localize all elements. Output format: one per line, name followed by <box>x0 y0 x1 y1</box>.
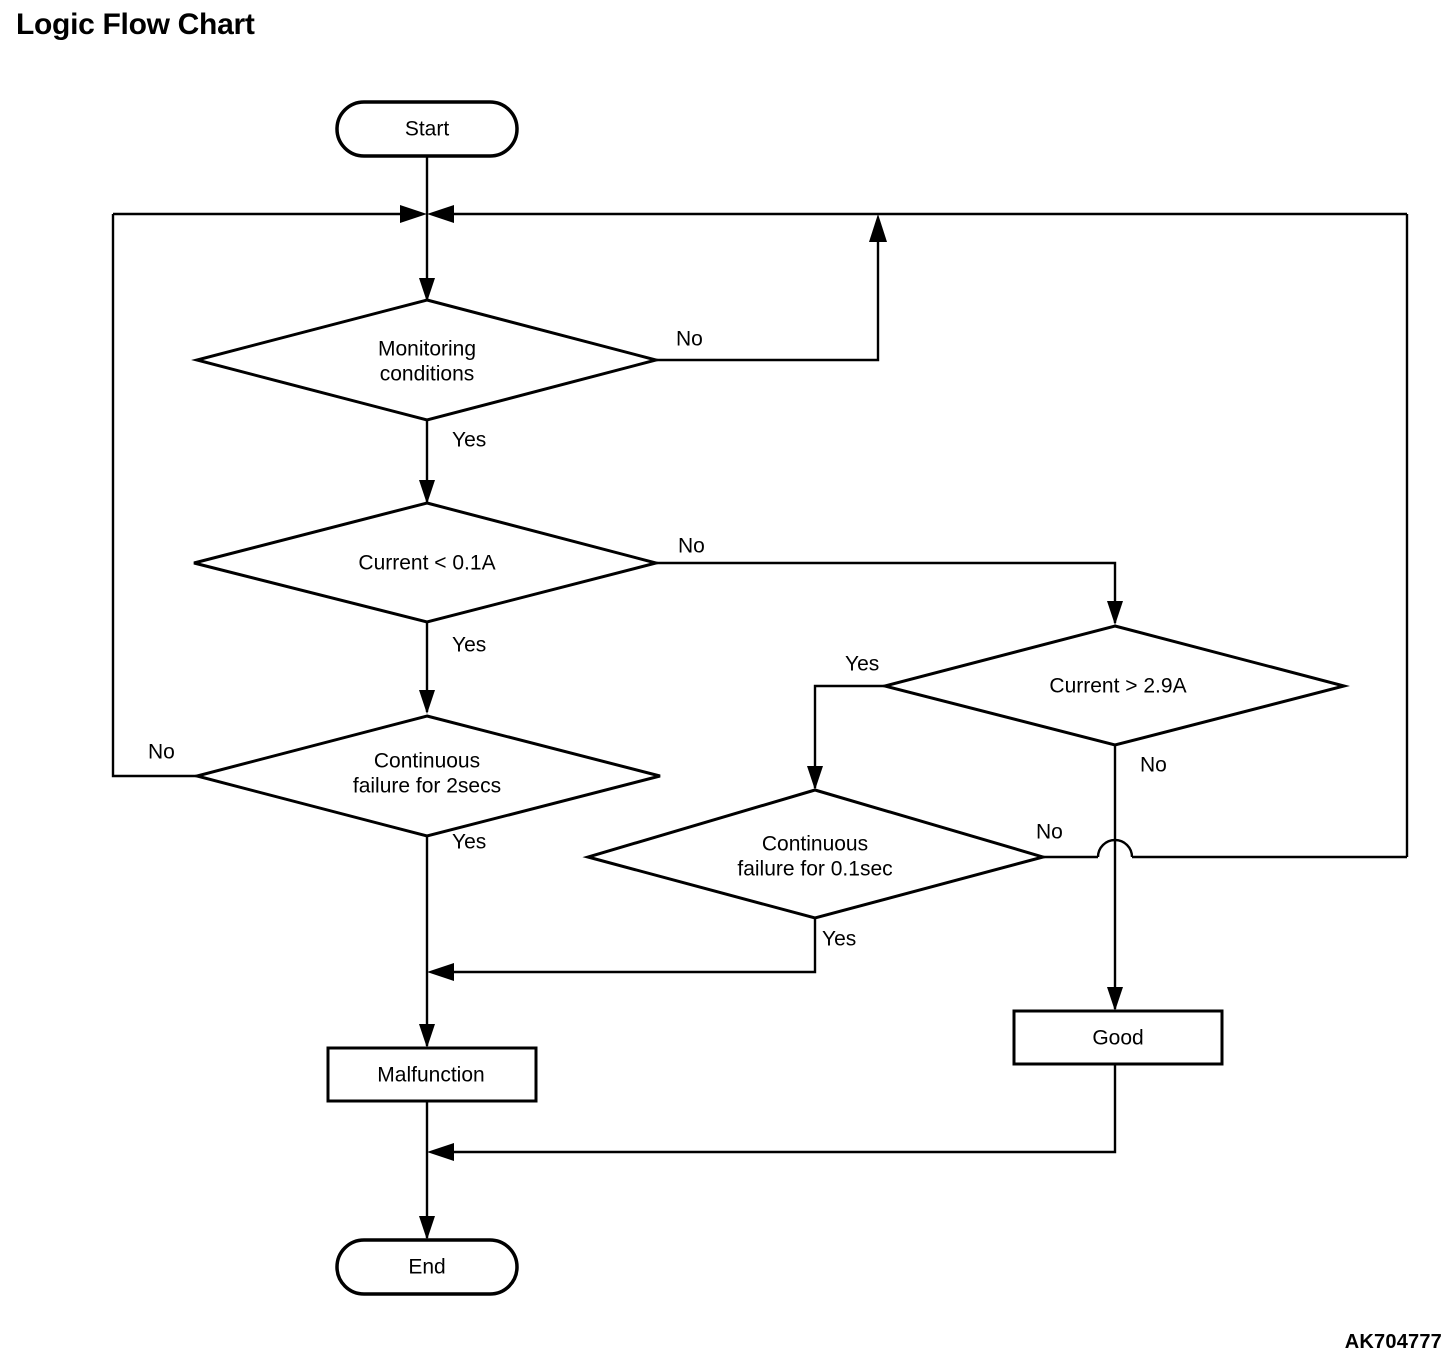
edge-feedback-rail <box>113 205 1407 223</box>
node-cont2s-label-line1: Continuous <box>374 750 480 773</box>
node-malfunction[interactable]: Malfunction <box>326 1046 538 1103</box>
node-end-label: End <box>408 1256 445 1279</box>
node-end[interactable]: End <box>335 1238 519 1296</box>
edge-label-monitoring-no: No <box>676 328 703 351</box>
node-current-above-2-9a[interactable]: Current > 2.9A <box>879 624 1350 747</box>
edge-malfunction-to-end <box>419 1100 435 1240</box>
edge-curlow-no <box>656 561 1123 625</box>
node-good[interactable]: Good <box>1012 1009 1224 1066</box>
node-monitoring-label-line2: conditions <box>380 363 475 386</box>
edge-label-curhigh-no: No <box>1140 754 1167 777</box>
edge-label-cont2s-yes: Yes <box>452 831 486 854</box>
edge-label-cont2s-no: No <box>148 741 175 764</box>
reference-code: AK704777 <box>1344 1331 1442 1353</box>
edge-start-to-junction <box>419 156 435 302</box>
node-malfunction-label: Malfunction <box>377 1064 484 1087</box>
edge-label-cont01s-no: No <box>1036 821 1063 844</box>
node-monitoring-label-line1: Monitoring <box>378 338 476 361</box>
node-cont01s-label-line1: Continuous <box>762 833 868 856</box>
edge-curhigh-yes <box>807 684 885 790</box>
edge-cont01s-yes <box>427 918 817 981</box>
node-good-label: Good <box>1092 1027 1143 1050</box>
edge-label-curlow-yes: Yes <box>452 634 486 657</box>
edge-label-monitoring-yes: Yes <box>452 429 486 452</box>
edge-cont01s-no <box>1043 838 1407 859</box>
node-start[interactable]: Start <box>335 100 519 158</box>
node-monitoring-conditions[interactable]: Monitoring conditions <box>191 298 662 422</box>
edge-good-to-end <box>427 1064 1117 1161</box>
node-current-low-label: Current < 0.1A <box>358 552 495 575</box>
edge-label-curhigh-yes: Yes <box>845 653 879 676</box>
edge-label-cont01s-yes: Yes <box>822 928 856 951</box>
edge-cont2s-yes <box>419 836 435 1048</box>
node-continuous-failure-2secs[interactable]: Continuous failure for 2secs <box>191 714 661 838</box>
edge-monitoring-yes <box>419 420 435 504</box>
node-continuous-failure-0-1sec[interactable]: Continuous failure for 0.1sec <box>582 788 1049 920</box>
node-start-label: Start <box>405 118 450 141</box>
node-cont2s-label-line2: failure for 2secs <box>353 775 501 798</box>
edge-curlow-yes <box>419 622 435 714</box>
node-current-high-label: Current > 2.9A <box>1049 675 1186 698</box>
node-cont01s-label-line2: failure for 0.1sec <box>737 858 892 881</box>
edge-monitoring-no <box>656 214 887 362</box>
edge-curhigh-no <box>1107 745 1123 1011</box>
node-current-below-0-1a[interactable]: Current < 0.1A <box>193 501 662 624</box>
edge-label-curlow-no: No <box>678 535 705 558</box>
edge-cont2s-no <box>111 214 197 778</box>
page-title: Logic Flow Chart <box>16 8 255 41</box>
